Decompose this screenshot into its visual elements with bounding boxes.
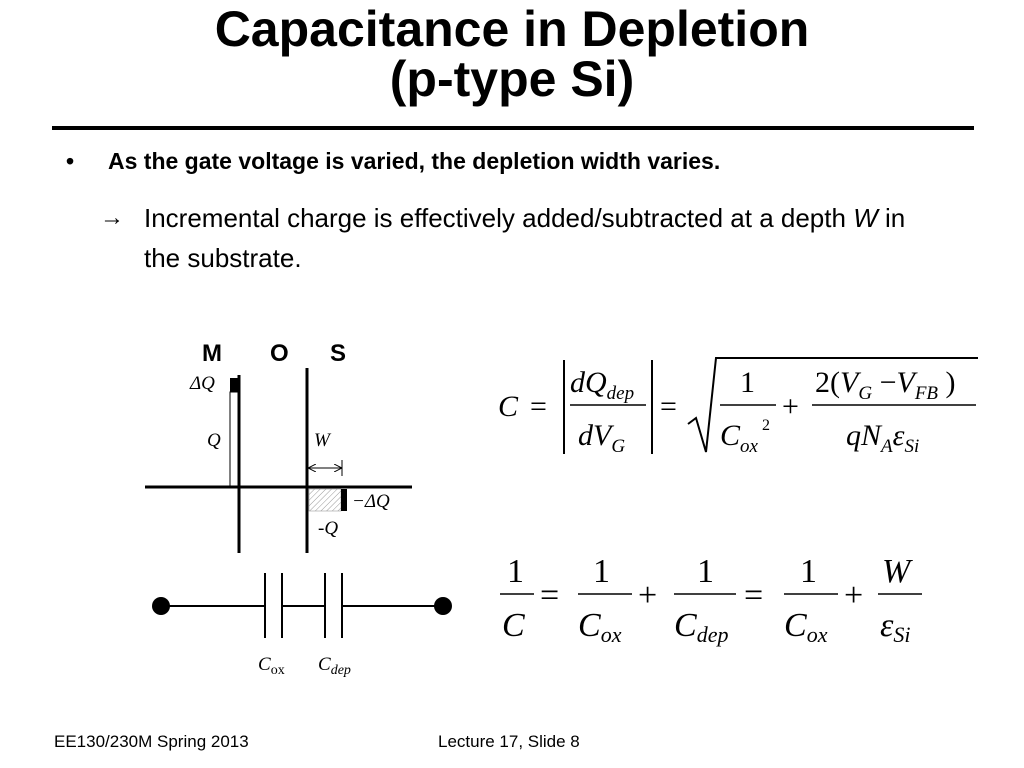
eq1-one: 1: [740, 366, 755, 399]
eq2-c: C: [502, 607, 525, 644]
footer-course: EE130/230M Spring 2013: [54, 732, 249, 751]
slide-title: Capacitance in Depletion (p-type Si): [0, 4, 1024, 104]
sub-text-italic: W: [853, 203, 878, 233]
label-w: W: [314, 430, 332, 451]
eq1-equals: =: [530, 390, 547, 423]
sub-text-after: in the substrate.: [144, 203, 906, 273]
sqrt-sign: [687, 357, 978, 453]
eq2-one-d: 1: [800, 553, 817, 590]
eq2-plus-a: +: [638, 577, 657, 614]
label-o: O: [270, 340, 289, 367]
eq2-plus-b: +: [844, 577, 863, 614]
eq2-w: W: [882, 553, 913, 590]
footer-slide-number: Lecture 17, Slide 8: [438, 732, 580, 751]
title-underline: [52, 126, 974, 130]
eq2-one-c: 1: [697, 553, 714, 590]
eq1-den2: qNAεSi: [846, 419, 919, 457]
bullet-text: As the gate voltage is varied, the deple…: [108, 148, 721, 174]
eq2-cox-2: Cox: [784, 607, 828, 647]
eq1-denominator: dVG: [578, 419, 625, 457]
eq1-equals-2: =: [660, 390, 677, 423]
sub-text-before: Incremental charge is effectively added/…: [144, 203, 854, 233]
label-cdep: Cdep: [318, 654, 351, 678]
label-neg-q: -Q: [318, 518, 338, 539]
eq2-one-a: 1: [507, 553, 524, 590]
sub-bullet-text: Incremental charge is effectively added/…: [144, 198, 944, 278]
eq2-eps-si: εSi: [880, 607, 911, 647]
eq2-cdep: Cdep: [674, 607, 728, 647]
label-neg-delta-q: −ΔQ: [352, 491, 390, 512]
eq2-one-b: 1: [593, 553, 610, 590]
arrow-marker: →: [100, 204, 124, 231]
eq1-numerator: dQdep: [570, 366, 634, 404]
label-q: Q: [207, 430, 221, 451]
eq1-lhs: C: [498, 390, 519, 423]
eq1-cox2: Cox2: [720, 417, 770, 457]
title-line-2: (p-type Si): [389, 51, 635, 107]
eq2-equals-a: =: [540, 577, 559, 614]
eq1-plus: +: [782, 390, 799, 423]
eq1-num2: 2(VG −VFB ): [815, 366, 956, 404]
label-delta-q: ΔQ: [189, 373, 215, 394]
gate-charge-delta: [230, 378, 238, 392]
depletion-charge-delta: [341, 489, 347, 511]
bullet-marker: •: [66, 148, 75, 174]
title-line-1: Capacitance in Depletion: [214, 1, 810, 57]
label-s: S: [330, 340, 346, 367]
label-cox: Cox: [258, 654, 285, 678]
eq2-cox: Cox: [578, 607, 622, 647]
eq2-equals-b: =: [744, 577, 763, 614]
label-m: M: [202, 340, 222, 367]
